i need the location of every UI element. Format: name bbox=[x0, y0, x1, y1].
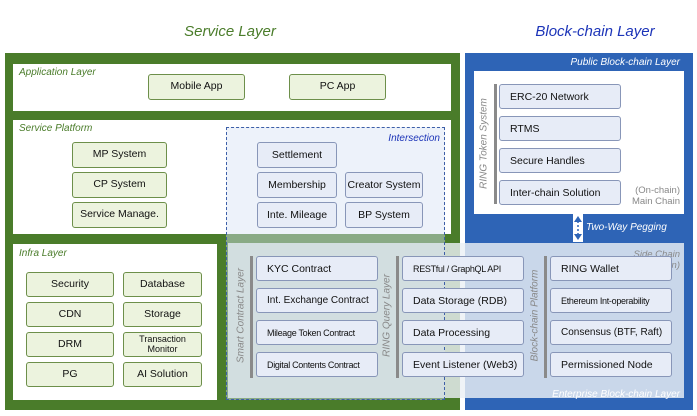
pc-app-box: PC App bbox=[289, 74, 386, 100]
database-box: Database bbox=[123, 272, 202, 297]
inte-mileage-box: Inte. Mileage bbox=[257, 202, 337, 228]
kyc-contract-box: KYC Contract bbox=[256, 256, 378, 281]
permissioned-node-box: Permissioned Node bbox=[550, 352, 672, 377]
double-arrow-icon bbox=[574, 216, 582, 240]
bp-system-box: BP System bbox=[345, 202, 423, 228]
ring-wallet-box: RING Wallet bbox=[550, 256, 672, 281]
inter-chain-solution-box: Inter-chain Solution bbox=[499, 180, 621, 205]
data-storage-box: Data Storage (RDB) bbox=[402, 288, 524, 313]
security-box: Security bbox=[26, 272, 114, 297]
mileage-token-contract-box: Mileage Token Contract bbox=[256, 320, 378, 345]
intersection-label: Intersection bbox=[388, 133, 440, 144]
two-way-pegging-label: Two-Way Pegging bbox=[586, 222, 667, 233]
creator-system-box: Creator System bbox=[345, 172, 423, 198]
platform-bar bbox=[544, 256, 547, 378]
ring-query-label: RING Query Layer bbox=[381, 274, 393, 357]
token-system-bar bbox=[494, 84, 497, 204]
rtms-box: RTMS bbox=[499, 116, 621, 141]
ring-query-bar bbox=[396, 256, 399, 378]
cdn-box: CDN bbox=[26, 302, 114, 327]
transaction-monitor-box: Transaction Monitor bbox=[123, 332, 202, 357]
drm-box: DRM bbox=[26, 332, 114, 357]
smart-contract-label: Smart Contract Layer bbox=[235, 267, 247, 364]
enterprise-chain-label: Enterprise Block-chain Layer bbox=[552, 389, 680, 400]
application-layer-label: Application Layer bbox=[19, 67, 96, 78]
cp-system-box: CP System bbox=[72, 172, 167, 198]
pg-box: PG bbox=[26, 362, 114, 387]
token-system-label: RING Token System bbox=[478, 98, 490, 189]
membership-box: Membership bbox=[257, 172, 337, 198]
secure-handles-box: Secure Handles bbox=[499, 148, 621, 173]
blockchain-layer-title: Block-chain Layer bbox=[535, 23, 655, 40]
ai-solution-box: AI Solution bbox=[123, 362, 202, 387]
mp-system-box: MP System bbox=[72, 142, 167, 168]
int-exchange-contract-box: Int. Exchange Contract bbox=[256, 288, 378, 313]
pegging-arrow bbox=[573, 214, 583, 242]
service-layer-title: Service Layer bbox=[184, 23, 276, 40]
ethereum-interop-box: Ethereum Int-operability bbox=[550, 288, 672, 313]
storage-box: Storage bbox=[123, 302, 202, 327]
restful-graphql-box: RESTful / GraphQL API bbox=[402, 256, 524, 281]
mobile-app-box: Mobile App bbox=[148, 74, 245, 100]
service-manage-box: Service Manage. bbox=[72, 202, 167, 228]
erc20-network-box: ERC-20 Network bbox=[499, 84, 621, 109]
platform-label: Block-chain Platform bbox=[529, 269, 541, 362]
data-processing-box: Data Processing bbox=[402, 320, 524, 345]
digital-contents-contract-box: Digital Contents Contract bbox=[256, 352, 378, 377]
infra-layer-label: Infra Layer bbox=[19, 248, 67, 259]
event-listener-box: Event Listener (Web3) bbox=[402, 352, 524, 377]
main-chain-note: (On-chain) Main Chain bbox=[631, 185, 680, 208]
smart-contract-bar bbox=[250, 256, 253, 378]
consensus-box: Consensus (BTF, Raft) bbox=[550, 320, 672, 345]
settlement-box: Settlement bbox=[257, 142, 337, 168]
service-platform-label: Service Platform bbox=[19, 123, 93, 134]
public-chain-label: Public Block-chain Layer bbox=[570, 57, 681, 68]
